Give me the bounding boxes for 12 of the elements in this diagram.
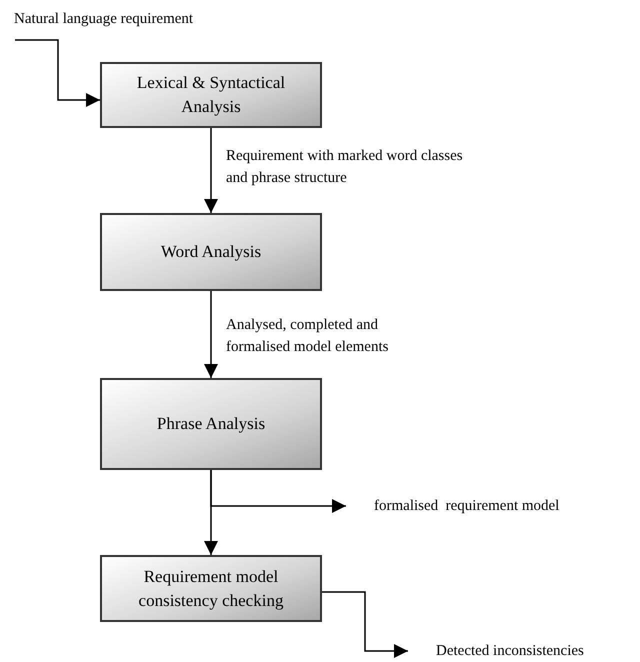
flow-text: Natural language requirement: [14, 8, 274, 40]
process-box: Phrase Analysis: [100, 378, 322, 470]
process-box: Requirement model consistency checking: [100, 555, 322, 622]
arrow: [204, 128, 218, 213]
process-box: Lexical & Syntactical Analysis: [100, 62, 322, 128]
flow-text: Detected inconsistencies: [408, 639, 628, 662]
process-box: Word Analysis: [100, 213, 322, 291]
flow-text: formalised requirement model: [346, 494, 640, 518]
arrow: [204, 470, 218, 555]
arrow: [322, 591, 408, 658]
arrow: [15, 39, 100, 107]
arrow: [204, 291, 218, 378]
